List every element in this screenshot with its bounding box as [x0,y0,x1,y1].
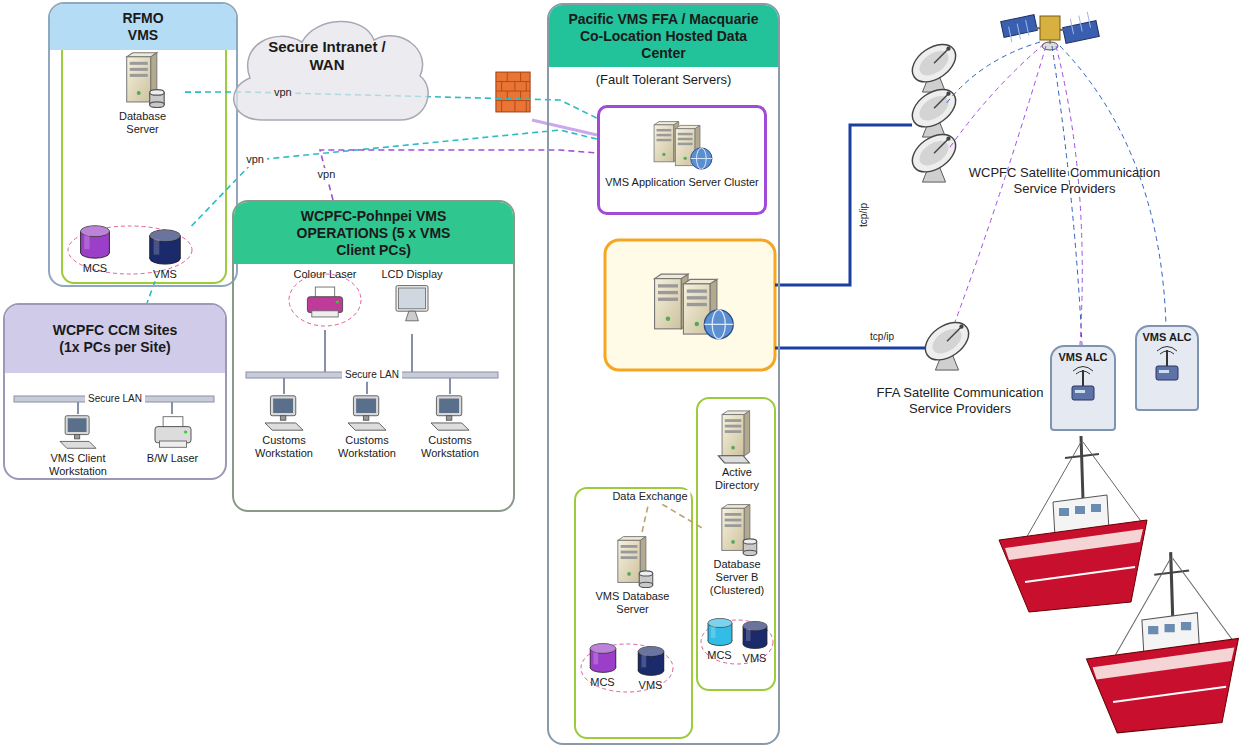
active-directory-server-icon [715,410,759,464]
customs-workstation: Customs Workstation [411,392,489,460]
database-server: Database Server [100,48,185,136]
connector-label: Data Exchange [609,490,690,504]
node-label: Active Directory [702,466,772,492]
panel-title: Pacific VMS FFA / Macquarie Co-Location … [549,5,778,67]
wan-cloud: Secure Intranet / WAN [222,12,432,130]
node-label: Database Server [100,110,185,136]
node-label: VMS [628,679,673,692]
node-label: Colour Laser [285,268,365,281]
node-label: WCPFC Satellite Communication Service Pr… [962,165,1167,196]
mcs-disk: MCS [66,222,124,275]
lan-connection [147,281,155,303]
mcs-disk-icon [76,224,114,260]
node-label: VMS [737,652,772,665]
protocol-label: tcp/ip [858,200,871,230]
customs-workstation-icon [261,394,307,432]
device-title: VMS ALC [1137,331,1197,344]
vpn-connection [320,150,597,200]
node-label: MCS [580,676,625,689]
panel-title: WCPFC CCM Sites (1x PCs per Site) [5,305,225,373]
customs-workstation-icon [344,394,390,432]
customs-workstation: Customs Workstation [245,392,323,460]
lan-label: Secure LAN [342,369,402,382]
node-label: VMS [135,268,195,281]
rfmo-panel: RFMO VMS Database ServerMCS VMS [48,2,238,287]
bw-printer: B/W Laser [135,412,210,465]
vms-disk: VMS [737,618,772,665]
mcs-disk-icon [705,617,735,647]
node-label: FFA Satellite Communication Service Prov… [860,385,1060,416]
colour-printer: Colour Laser [285,268,365,323]
client-workstation-icon [55,414,101,450]
mcs-disk-icon [586,642,620,674]
colour-printer-icon [303,283,347,321]
node-label: VMS Database Server [585,590,680,616]
vms-alc-unit-icon [1147,346,1187,386]
ccm-sites-panel: WCPFC CCM Sites (1x PCs per Site) VMS Cli… [3,303,227,480]
customs-workstation: Customs Workstation [328,392,406,460]
vms-disk-icon [634,645,668,677]
lcd-display-icon [392,283,432,325]
application-server-cluster: VMS Application Server Cluster [597,105,767,215]
node-label: Customs Workstation [411,434,489,460]
database-server-b: Database Server B (Clustered) [702,500,772,598]
node-label: MCS [702,649,737,662]
vms-disk-icon [740,620,770,650]
node-label: VMS Application Server Cluster [600,176,764,189]
connector-label: vpn [243,153,267,167]
vms-database-server-icon [611,534,655,588]
bw-printer-icon [150,414,196,450]
satellite-provider-label: WCPFC Satellite Communication Service Pr… [962,165,1167,196]
vms-disk: VMS [135,226,195,281]
lan-label: Secure LAN [85,393,145,406]
node-label: MCS [66,262,124,275]
client-workstation: VMS Client Workstation [28,412,128,478]
node-label: LCD Display [372,268,452,281]
application-server-cluster-icon [642,116,722,174]
database-server-b-icon [715,502,759,556]
panel-title: RFMO VMS [50,4,236,50]
node-label: Customs Workstation [245,434,323,460]
database-server-icon [119,50,167,108]
data-center-panel: Pacific VMS FFA / Macquarie Co-Location … [547,3,780,745]
vms-disk-icon [145,228,185,266]
panel-title: WCPFC-Pohnpei VMS OPERATIONS (5 x VMS Cl… [234,202,513,264]
active-directory-server: Active Directory [702,408,772,492]
satellite-provider-label: FFA Satellite Communication Service Prov… [860,385,1060,416]
cloud-label: Secure Intranet / WAN [222,38,432,74]
vms-database-server: VMS Database Server [585,532,680,616]
node-label: VMS Client Workstation [28,452,128,478]
device-title: VMS ALC [1052,351,1114,364]
panel-subtitle: (Fault Tolerant Servers) [549,67,778,93]
node-label: Database Server B (Clustered) [702,558,772,598]
lcd-display: LCD Display [372,268,452,327]
operations-panel: WCPFC-Pohnpei VMS OPERATIONS (5 x VMS Cl… [232,200,515,512]
mcs-disk: MCS [580,640,625,689]
protocol-label: tcp/ip [867,331,897,344]
mcs-disk: MCS [702,615,737,662]
node-label: Customs Workstation [328,434,406,460]
node-label: B/W Laser [135,452,210,465]
vms-alc-unit-icon [1063,366,1103,406]
vms-alc-unit: VMS ALC [1050,345,1116,431]
connector-label: vpn [315,168,339,182]
customs-workstation-icon [427,394,473,432]
vms-disk: VMS [628,643,673,692]
connector-label: vpn [271,86,295,100]
vms-alc-unit: VMS ALC [1135,325,1199,411]
